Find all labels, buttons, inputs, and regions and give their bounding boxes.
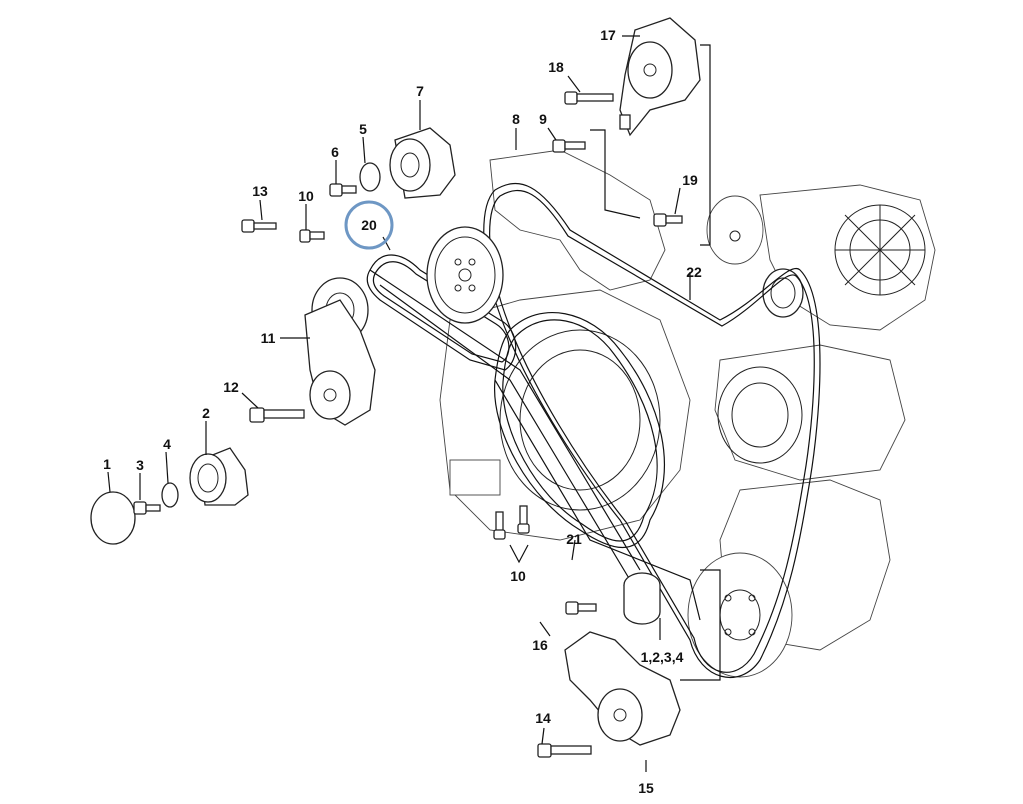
callout-18[interactable]: 18 xyxy=(548,59,564,75)
bolt-part-10-upper[interactable] xyxy=(299,229,325,243)
tensioner-part-17[interactable] xyxy=(619,17,701,137)
callout-14[interactable]: 14 xyxy=(535,710,551,726)
callout-1234[interactable]: 1,2,3,4 xyxy=(641,649,684,665)
belt-21 xyxy=(494,312,701,621)
callout-17[interactable]: 17 xyxy=(600,27,616,43)
bolt-part-19[interactable] xyxy=(653,213,683,227)
bolt-part-3[interactable] xyxy=(133,501,161,515)
bolt-part-14[interactable] xyxy=(537,743,592,758)
callout-19[interactable]: 19 xyxy=(682,172,698,188)
callout-3[interactable]: 3 xyxy=(136,457,144,473)
highlight-ring-20 xyxy=(344,200,394,250)
bolts-part-10-lower[interactable] xyxy=(493,505,530,540)
engine-front-assembly xyxy=(439,149,936,678)
pulley-part-2[interactable] xyxy=(189,447,249,506)
tensioner-part-15[interactable] xyxy=(564,631,681,746)
tensioner-part-11[interactable] xyxy=(304,277,376,426)
callout-10-lower[interactable]: 10 xyxy=(510,568,526,584)
callout-9[interactable]: 9 xyxy=(539,111,547,127)
callout-15[interactable]: 15 xyxy=(638,780,654,796)
callout-13[interactable]: 13 xyxy=(252,183,268,199)
washer-part-5[interactable] xyxy=(359,162,381,192)
callout-5[interactable]: 5 xyxy=(359,121,367,137)
callout-2[interactable]: 2 xyxy=(202,405,210,421)
callout-16[interactable]: 16 xyxy=(532,637,548,653)
callout-12[interactable]: 12 xyxy=(223,379,239,395)
callout-11[interactable]: 11 xyxy=(261,330,276,346)
washer-part-4[interactable] xyxy=(161,482,179,508)
bolt-part-13[interactable] xyxy=(241,219,277,233)
idler-pulley-part-7[interactable] xyxy=(389,127,456,199)
bolt-part-9[interactable] xyxy=(552,139,586,153)
callout-4[interactable]: 4 xyxy=(163,436,171,452)
leader-lines xyxy=(107,35,721,772)
bolt-part-12[interactable] xyxy=(249,407,305,423)
idler-pulley-center xyxy=(426,226,504,324)
sleeve-part-1234[interactable] xyxy=(623,572,661,625)
callout-20[interactable]: 20 xyxy=(361,217,377,233)
callout-8[interactable]: 8 xyxy=(512,111,520,127)
belt-20 xyxy=(366,254,641,581)
bolt-part-6[interactable] xyxy=(329,183,357,197)
callout-21[interactable]: 21 xyxy=(566,531,582,547)
callout-6[interactable]: 6 xyxy=(331,144,339,160)
callout-7[interactable]: 7 xyxy=(416,83,424,99)
bolt-part-18[interactable] xyxy=(564,91,614,105)
callout-labels: 1 3 4 2 12 11 13 10 6 5 7 8 9 18 17 19 2… xyxy=(103,27,702,796)
callout-1[interactable]: 1 xyxy=(103,456,111,472)
callout-22[interactable]: 22 xyxy=(686,264,702,280)
cap-part-1[interactable] xyxy=(90,491,136,545)
callout-10-upper[interactable]: 10 xyxy=(298,188,314,204)
bolt-part-16[interactable] xyxy=(565,601,597,615)
